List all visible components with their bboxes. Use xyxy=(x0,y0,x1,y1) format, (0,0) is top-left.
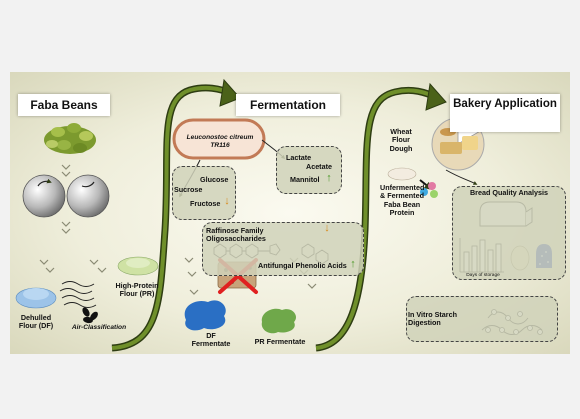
dough-pile xyxy=(387,167,417,181)
mannitol-label: Mannitol xyxy=(290,175,320,184)
glucose-label: Glucose xyxy=(200,175,229,184)
fan-icon xyxy=(82,307,98,324)
section-title-fermentation: Fermentation xyxy=(236,94,340,116)
antifungal-up-arrow-icon: ↑ xyxy=(350,258,356,270)
protein-powders xyxy=(420,182,438,198)
rfo-down-arrow-icon: ↓ xyxy=(324,222,330,234)
bacteria-label: Leuconostoc citreum TR116 xyxy=(186,134,254,149)
bacteria-cell xyxy=(172,118,266,160)
pr-fermentate-label: PR Fermentate xyxy=(254,337,306,346)
mill-roller-right xyxy=(66,174,110,218)
mill-roller-left xyxy=(22,174,66,218)
unfermented-protein-label: Unfermented & Fermented Faba Bean Protei… xyxy=(380,183,425,217)
sugar-box xyxy=(172,166,236,220)
starch-digestion-label: In Vitro Starch Digestion xyxy=(408,310,457,328)
antifungal-label: Antifungal Phenolic Acids xyxy=(258,261,347,270)
rfo-antifungal-box xyxy=(202,222,364,276)
df-fermentate-blob xyxy=(184,300,226,331)
flow-arrowhead-2 xyxy=(425,82,447,111)
lactate-label: Lactate xyxy=(286,153,312,162)
section-title-faba: Faba Beans xyxy=(18,94,110,116)
bread-quality-label: Bread Quality Analysis xyxy=(469,188,549,197)
acetate-label: Acetate xyxy=(306,162,332,171)
section-title-bakery: Bakery Application xyxy=(450,94,560,132)
flow-arrowhead-1 xyxy=(219,78,241,107)
metabolite-box xyxy=(276,146,342,194)
sucrose-label: Sucrose xyxy=(174,185,203,194)
days-of-storage-label: Days of storage xyxy=(466,273,500,278)
bread-quality-box xyxy=(452,186,566,280)
rfo-label: Raffinose Family Oligosaccharides xyxy=(206,226,266,244)
faba-beans-pile xyxy=(44,123,96,154)
dehulled-flour-label: Dehulled Flour (DF) xyxy=(18,313,54,331)
fructose-down-arrow-icon: ↓ xyxy=(224,195,230,207)
mannitol-up-arrow-icon: ↑ xyxy=(326,172,332,184)
fructose-label: Fructose xyxy=(190,199,221,208)
starch-digestion-box xyxy=(406,296,558,342)
high-protein-flour-label: High-Protein Flour (PR) xyxy=(115,281,159,299)
air-classification-waves xyxy=(59,281,97,308)
pr-fermentate-blob xyxy=(261,308,297,334)
wheat-dough-label: Wheat Flour Dough xyxy=(389,127,413,153)
df-fermentate-label: DF Fermentate xyxy=(191,331,231,349)
air-classification-label: Air-Classification xyxy=(71,324,127,331)
